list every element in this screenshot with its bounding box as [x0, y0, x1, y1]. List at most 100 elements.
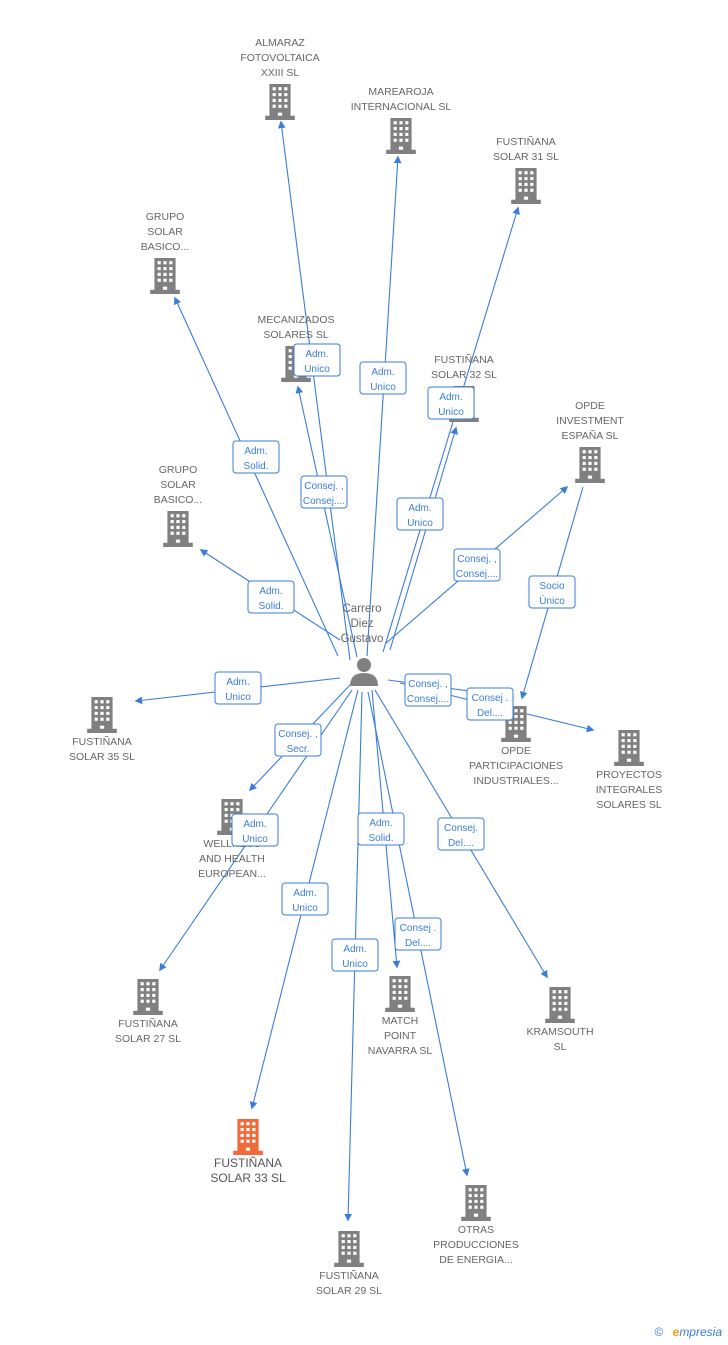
edge-label-text: Consej .	[400, 923, 437, 934]
edge-label-text: Unico	[242, 834, 268, 845]
company-label-line: INTEGRALES	[596, 784, 663, 796]
edge-label-carrero-mecanizados[interactable]: Consej. ,Consej....	[300, 475, 348, 509]
company-label-line: AND HEALTH	[199, 853, 265, 865]
company-label-line: FUSTIÑANA	[434, 353, 494, 366]
edge-label-box	[232, 440, 280, 474]
company-label-line: SOLAR 29 SL	[316, 1285, 382, 1297]
company-label-line: POINT	[384, 1030, 417, 1042]
edge-labels-layer: Adm.UnicoAdm.UnicoAdm.UnicoAdm.Solid.Con…	[214, 343, 576, 972]
edge-label-carrero-marearoja[interactable]: Adm.Unico	[359, 361, 407, 395]
company-node-grupo1[interactable]: GRUPOSOLARBASICO...	[141, 211, 189, 294]
edge-label-text: Unico	[225, 692, 251, 703]
edge-label-text: Unico	[342, 959, 368, 970]
company-label-line: GRUPO	[146, 211, 185, 223]
edge-label-text: Adm.	[243, 819, 266, 830]
edge-label-box	[437, 817, 485, 851]
company-node-grupo2[interactable]: GRUPOSOLARBASICO...	[154, 464, 202, 547]
edge-label-box	[247, 580, 295, 614]
edge-label-text: Unico	[407, 518, 433, 529]
edge-label-carrero-grupo2[interactable]: Adm.Solid.	[247, 580, 295, 614]
building-icon	[233, 1119, 263, 1155]
edge-label-text: Adm.	[305, 349, 328, 360]
edge-label-text: Unico	[304, 364, 330, 375]
edge-label-carrero-otras[interactable]: Consej . Del....	[394, 917, 442, 951]
edge-label-carrero-fust29[interactable]: Adm.Unico	[331, 938, 379, 972]
company-label-line: MATCH	[382, 1015, 419, 1027]
company-node-opde_part[interactable]: OPDEPARTICIPACIONESINDUSTRIALES...	[469, 706, 563, 787]
company-label-line: OTRAS	[458, 1224, 494, 1236]
edge-label-text: Socio	[539, 581, 564, 592]
edge-label-text: Consej. ,	[457, 554, 496, 565]
edge-label-carrero-opde_inv[interactable]: Consej. , Consej....	[453, 548, 501, 582]
company-label-line: BASICO...	[154, 494, 202, 506]
company-label-line: XXIII SL	[261, 67, 300, 79]
edge-label-text: Del....	[448, 838, 474, 849]
edge-label-carrero-wellness[interactable]: Consej. ,Secr.	[274, 723, 322, 757]
edge-label-mecanizados-mecanizados[interactable]: Adm. Unico	[293, 343, 341, 377]
edge-label-carrero-fust32[interactable]: Adm.Unico	[396, 497, 444, 531]
edge-label-text: Adm.	[259, 586, 282, 597]
person-label-line: Carrero	[343, 603, 382, 615]
company-label-line: FUSTIÑANA	[72, 735, 132, 748]
brand-rest: mpresia	[679, 1325, 722, 1339]
edge-label-box	[281, 882, 329, 916]
building-icon	[386, 118, 416, 154]
edge-label-carrero-fust33[interactable]: Adm.Unico	[281, 882, 329, 916]
edge-label-box	[331, 938, 379, 972]
edge-label-carrero-kramsouth[interactable]: Consej. Del....	[437, 817, 485, 851]
building-icon	[614, 730, 644, 766]
edge-label-text: Consej. ,	[408, 679, 447, 690]
building-icon	[511, 168, 541, 204]
edge-label-text: Adm.	[226, 677, 249, 688]
edge-label-carrero-fust31[interactable]: Adm.Unico	[427, 386, 475, 420]
company-label-line: GRUPO	[159, 464, 198, 476]
building-icon	[334, 1231, 364, 1267]
edge-label-box	[274, 723, 322, 757]
building-icon	[87, 697, 117, 733]
building-icon	[545, 987, 575, 1023]
edge-label-text: Único	[539, 594, 565, 607]
building-icon	[133, 979, 163, 1015]
edge-label-box	[214, 671, 262, 705]
building-icon	[163, 511, 193, 547]
building-icon	[461, 1185, 491, 1221]
edge-label-carrero-match[interactable]: Adm.Solid.	[357, 812, 405, 846]
edge-label-box	[427, 386, 475, 420]
edge-label-carrero-fust27[interactable]: Adm. Unico	[231, 813, 279, 847]
edge-label-box	[404, 673, 452, 707]
footer-brand[interactable]: © empresia	[654, 1325, 722, 1339]
edge-label-box	[231, 813, 279, 847]
company-label-line: SOLAR 31 SL	[493, 151, 559, 163]
edge-label-carrero-proyectos[interactable]: Consej .Del....	[466, 687, 514, 721]
edge-label-text: Consej....	[456, 569, 498, 580]
edge-label-text: Consej.	[444, 823, 478, 834]
edge-label-carrero-opde_part[interactable]: Consej. ,Consej....	[404, 673, 452, 707]
edge-label-carrero-fust35[interactable]: Adm. Unico	[214, 671, 262, 705]
edge-label-text: Del....	[405, 938, 431, 949]
building-icon	[265, 84, 295, 120]
edge-label-text: Consej....	[303, 496, 345, 507]
company-label-line: INDUSTRIALES...	[473, 775, 558, 787]
company-label-line: SOLAR 33 SL	[210, 1171, 286, 1185]
edge-label-box	[453, 548, 501, 582]
company-label-line: BASICO...	[141, 241, 189, 253]
edge-label-carrero-grupo1[interactable]: Adm.Solid.	[232, 440, 280, 474]
edge-label-text: Adm.	[369, 818, 392, 829]
building-icon	[575, 447, 605, 483]
